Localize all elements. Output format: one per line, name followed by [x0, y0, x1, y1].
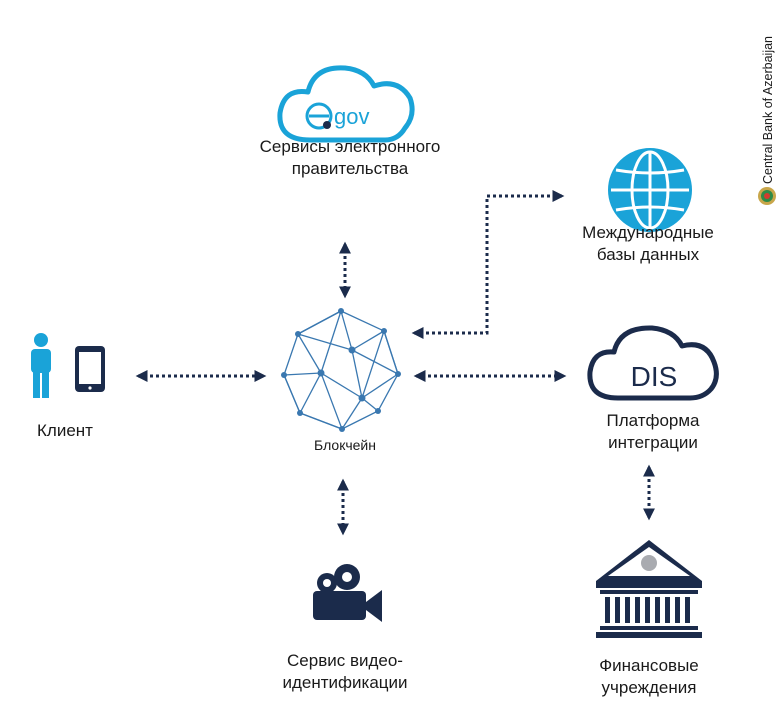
international-label-line2: базы данных: [596, 245, 700, 264]
dis-label-line2: интеграции: [608, 433, 698, 452]
blockchain-icon: [283, 310, 399, 430]
central-bank-emblem-icon: [758, 187, 776, 205]
connector-blockchain-international: [411, 190, 565, 339]
dis-logo-text: DIS: [631, 361, 678, 392]
egov-cloud-icon: [277, 65, 415, 143]
finance-label-line1: Финансовые: [599, 656, 699, 675]
video-label-line1: Сервис видео-: [287, 651, 403, 670]
finance-label: Финансовые учреждения: [574, 655, 724, 699]
dis-label-line1: Платформа: [606, 411, 700, 430]
international-label: Международные базы данных: [556, 222, 740, 266]
video-label-line2: идентификации: [282, 673, 408, 692]
video-camera-icon: [313, 564, 382, 622]
egov-label-line2: правительства: [291, 159, 409, 178]
egov-label: Сервисы электронного правительства: [230, 136, 470, 180]
video-label: Сервис видео- идентификации: [250, 650, 440, 694]
egov-label-line1: Сервисы электронного: [259, 137, 441, 156]
blockchain-nodes: [281, 308, 401, 432]
central-bank-watermark: Central Bank of Azerbaijan: [761, 36, 775, 184]
finance-label-line2: учреждения: [601, 678, 697, 697]
dis-cloud-icon: [587, 325, 719, 401]
client-label: Клиент: [37, 421, 93, 440]
egov-logo-text: gov: [334, 104, 369, 129]
central-bank-watermark-text: Central Bank of Azerbaijan: [761, 36, 775, 184]
bank-building-icon: [596, 540, 702, 638]
dis-label: Платформа интеграции: [568, 410, 738, 454]
globe-icon: [608, 148, 692, 232]
phone-icon: [75, 346, 105, 392]
blockchain-label: Блокчейн: [314, 437, 376, 453]
person-icon: [31, 333, 51, 398]
international-label-line1: Международные: [582, 223, 714, 242]
